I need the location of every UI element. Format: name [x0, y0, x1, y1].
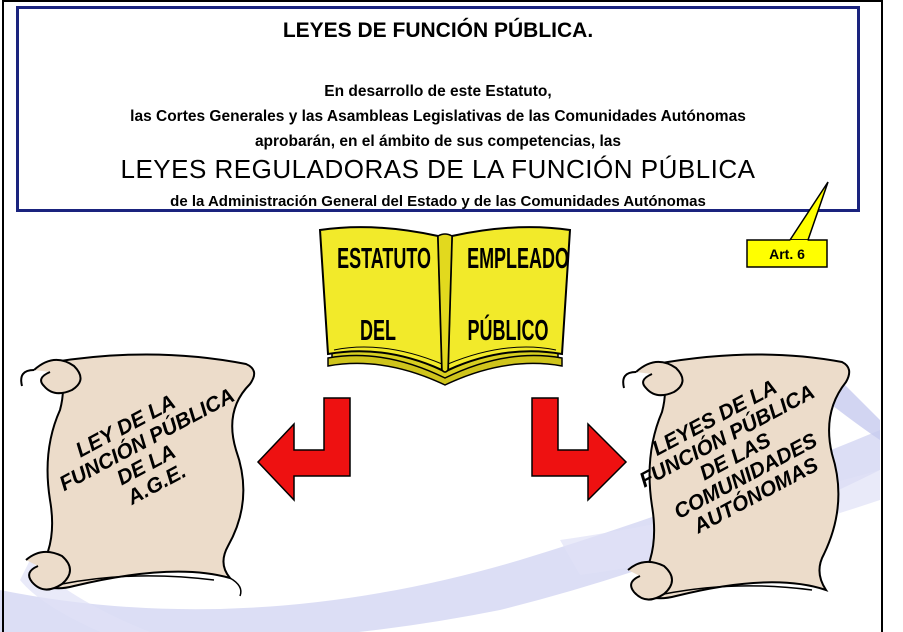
- book-icon: [318, 226, 572, 386]
- highlight-line: LEYES REGULADORAS DE LA FUNCIÓN PÚBLICA: [120, 154, 756, 184]
- book-left-top: ESTATUTO: [337, 243, 431, 275]
- intro-line-4: de la Administración General del Estado …: [170, 193, 706, 210]
- title: LEYES DE FUNCIÓN PÚBLICA.: [282, 19, 594, 42]
- frame-left-border: [2, 0, 4, 632]
- intro-line-2: las Cortes Generales y las Asambleas Leg…: [130, 108, 746, 125]
- book-left-bottom: DEL: [360, 315, 396, 347]
- intro-line-1: En desarrollo de este Estatuto,: [324, 83, 552, 100]
- book-right-top: EMPLEADO: [467, 243, 569, 275]
- article-label: Art. 6: [769, 246, 805, 262]
- book-right-bottom: PÚBLICO: [467, 315, 549, 347]
- arrow-left-icon: [256, 397, 351, 502]
- title-box: LEYES DE FUNCIÓN PÚBLICA. En desarrollo …: [16, 6, 860, 212]
- right-scroll-icon: [622, 353, 851, 601]
- frame-top-border: [2, 0, 883, 2]
- arrow-right-icon: [531, 397, 628, 502]
- intro-line-3: aprobarán, en el ámbito de sus competenc…: [254, 133, 622, 150]
- left-scroll-icon: [20, 353, 256, 597]
- frame-right-border: [881, 0, 883, 632]
